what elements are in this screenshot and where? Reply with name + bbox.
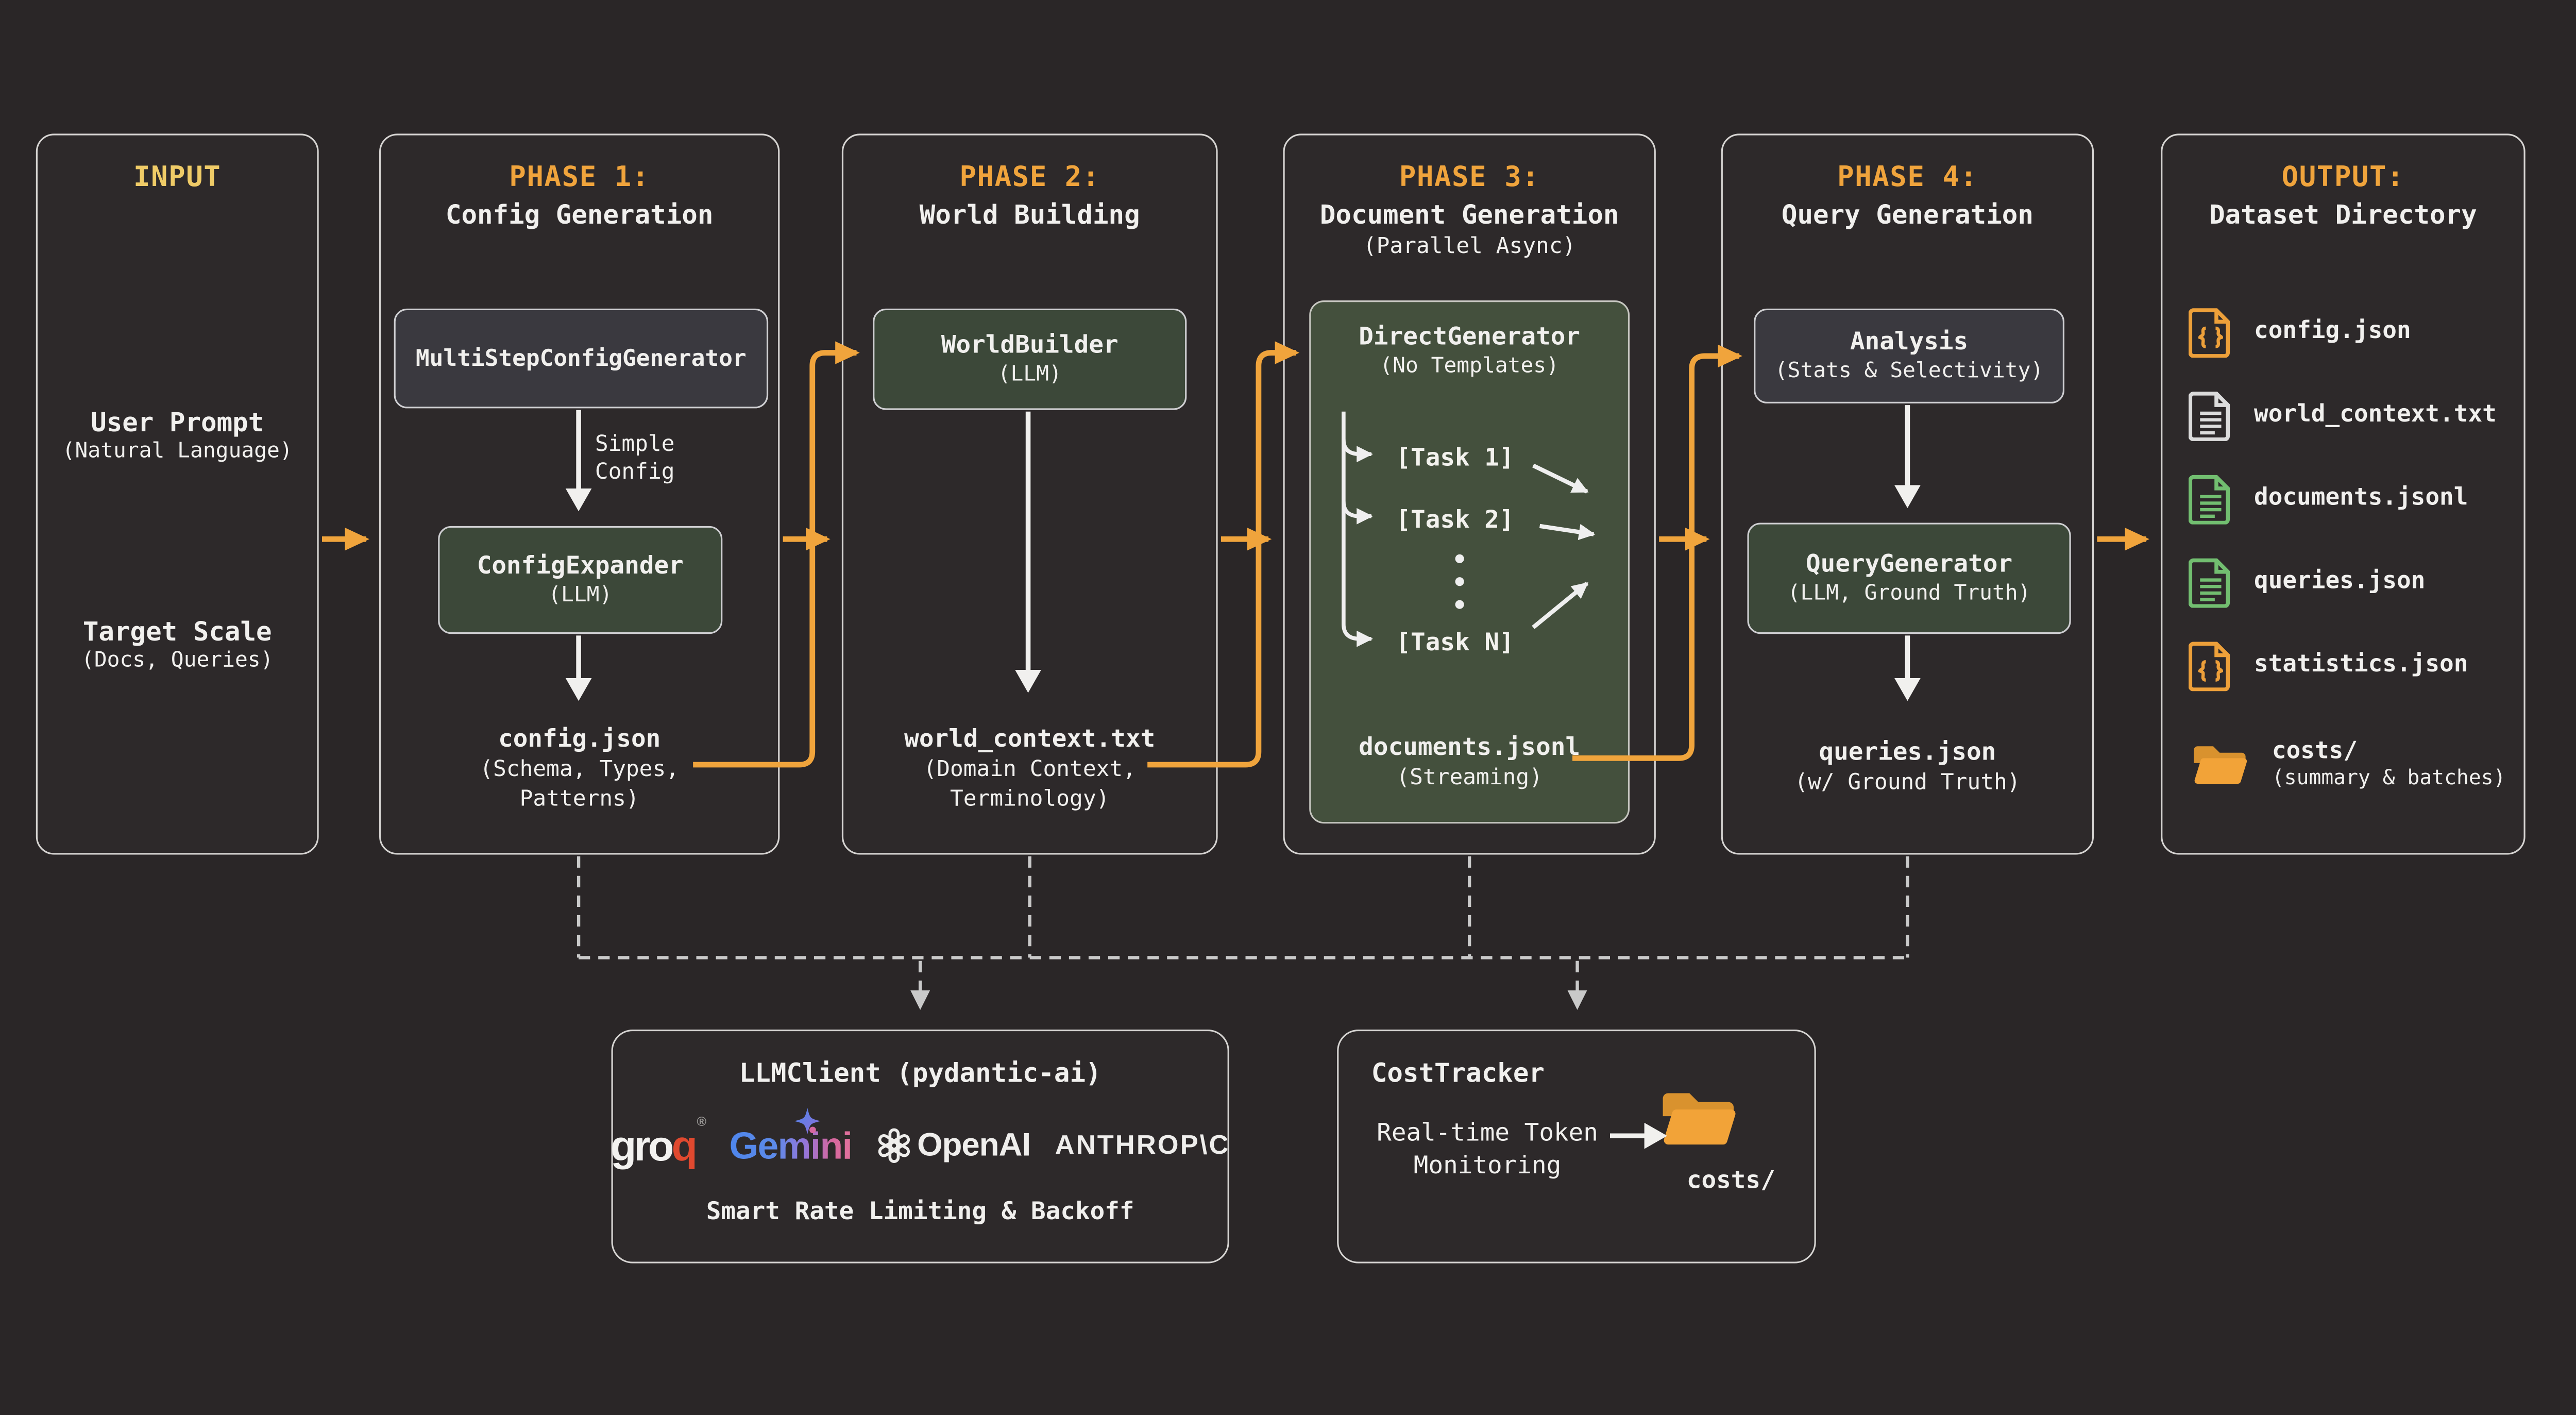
folder-icon [2194, 746, 2247, 784]
phase1-header: PHASE 1: Config Generation [381, 161, 778, 230]
phase1-title: PHASE 1: [509, 161, 650, 194]
phase2-box: PHASE 2: World Building WorldBuilder (LL… [841, 133, 1218, 855]
output-subtitle: Dataset Directory [2209, 199, 2477, 230]
cost-tracker-body: Real-time Token Monitoring [1377, 1118, 1598, 1180]
input-header: INPUT [38, 161, 317, 194]
analysis-box: Analysis (Stats & Selectivity) [1754, 308, 2064, 403]
phase3-title: PHASE 3: [1399, 161, 1540, 194]
input-item-target-scale: Target Scale (Docs, Queries) [81, 616, 274, 673]
json-file-icon [2189, 307, 2230, 357]
file-row-queries: queries.json [2189, 554, 2425, 610]
costs-folder-label: costs/ [1686, 1165, 1775, 1195]
input-item-user-prompt: User Prompt (Natural Language) [62, 407, 293, 464]
input-box: INPUT User Prompt (Natural Language) Tar… [36, 133, 319, 855]
direct-generator-panel: DirectGenerator (No Templates) [Task 1] … [1309, 300, 1630, 824]
phase4-title: PHASE 4: [1837, 161, 1978, 194]
phase1-box: PHASE 1: Config Generation MultiStepConf… [379, 133, 780, 855]
llm-client-footer: Smart Rate Limiting & Backoff [706, 1196, 1134, 1226]
pipeline-diagram: INPUT User Prompt (Natural Language) Tar… [0, 65, 2576, 1350]
phase2-header: PHASE 2: World Building [843, 161, 1216, 230]
phase3-output-documents: documents.jsonl (Streaming) [1359, 732, 1581, 791]
file-row-costs: costs/ (summary & batches) [2189, 727, 2506, 799]
json-file-icon [2189, 641, 2230, 690]
doc-file-icon [2189, 474, 2230, 524]
config-expander-box: ConfigExpander (LLM) [438, 526, 723, 634]
file-row-statistics: statistics.json [2189, 637, 2468, 693]
llm-client-box: LLMClient (pydantic-ai) groq® Gemini [610, 1030, 1230, 1264]
multistep-config-generator-box: MultiStepConfigGenerator [394, 308, 769, 409]
cost-tracker-title: CostTracker [1371, 1057, 1545, 1089]
phase4-box: PHASE 4: Query Generation Analysis (Stat… [1721, 133, 2094, 855]
gemini-logo: Gemini [729, 1107, 853, 1168]
phase4-output-queries: queries.json (w/ Ground Truth) [1794, 737, 2021, 796]
phase3-subtitle: Document Generation [1319, 199, 1619, 230]
phase3-subtitle2: (Parallel Async) [1363, 233, 1576, 260]
openai-knot-icon [878, 1128, 910, 1163]
phase2-output-world-context: world_context.txt (Domain Context, Termi… [904, 723, 1156, 813]
world-builder-box: WorldBuilder (LLM) [873, 308, 1187, 410]
doc-file-icon [2189, 558, 2230, 607]
output-title: OUTPUT: [2281, 161, 2405, 194]
input-title: INPUT [133, 161, 222, 194]
query-generator-box: QueryGenerator (LLM, Ground Truth) [1747, 523, 2071, 634]
task-2-label: [Task 2] [1396, 504, 1514, 534]
phase3-box: PHASE 3: Document Generation (Parallel A… [1283, 133, 1656, 855]
text-file-icon [2189, 391, 2230, 441]
file-row-world-context: world_context.txt [2189, 387, 2497, 443]
groq-logo: groq® [610, 1114, 707, 1170]
gemini-star-icon [794, 1107, 821, 1134]
openai-logo: OpenAI [876, 1127, 1031, 1165]
simple-config-label: Simple Config [595, 431, 675, 485]
phase2-subtitle: World Building [919, 199, 1140, 230]
costs-label: costs/ (summary & batches) [2272, 737, 2506, 789]
task-1-label: [Task 1] [1396, 443, 1514, 473]
phase1-output-config-json: config.json (Schema, Types, Patterns) [480, 723, 680, 813]
phase4-header: PHASE 4: Query Generation [1723, 161, 2092, 230]
phase3-header: PHASE 3: Document Generation (Parallel A… [1285, 161, 1654, 259]
anthropic-logo: ANTHROP\C [1055, 1130, 1230, 1160]
cost-tracker-box: CostTracker Real-time Token Monitoring c… [1337, 1030, 1816, 1264]
task-n-label: [Task N] [1396, 627, 1514, 657]
file-row-documents: documents.jsonl [2189, 470, 2468, 526]
file-row-config: config.json [2189, 304, 2411, 359]
phase1-subtitle: Config Generation [445, 199, 714, 230]
output-header: OUTPUT: Dataset Directory [2162, 161, 2523, 230]
output-box: OUTPUT: Dataset Directory config.json [2161, 133, 2526, 855]
llm-providers-row: groq® Gemini [610, 1107, 1230, 1182]
phase2-title: PHASE 2: [959, 161, 1100, 194]
phase4-subtitle: Query Generation [1781, 199, 2033, 230]
costs-folder-icon [1663, 1093, 1736, 1145]
direct-generator-label: DirectGenerator (No Templates) [1359, 322, 1581, 379]
llm-client-title: LLMClient (pydantic-ai) [739, 1057, 1101, 1089]
